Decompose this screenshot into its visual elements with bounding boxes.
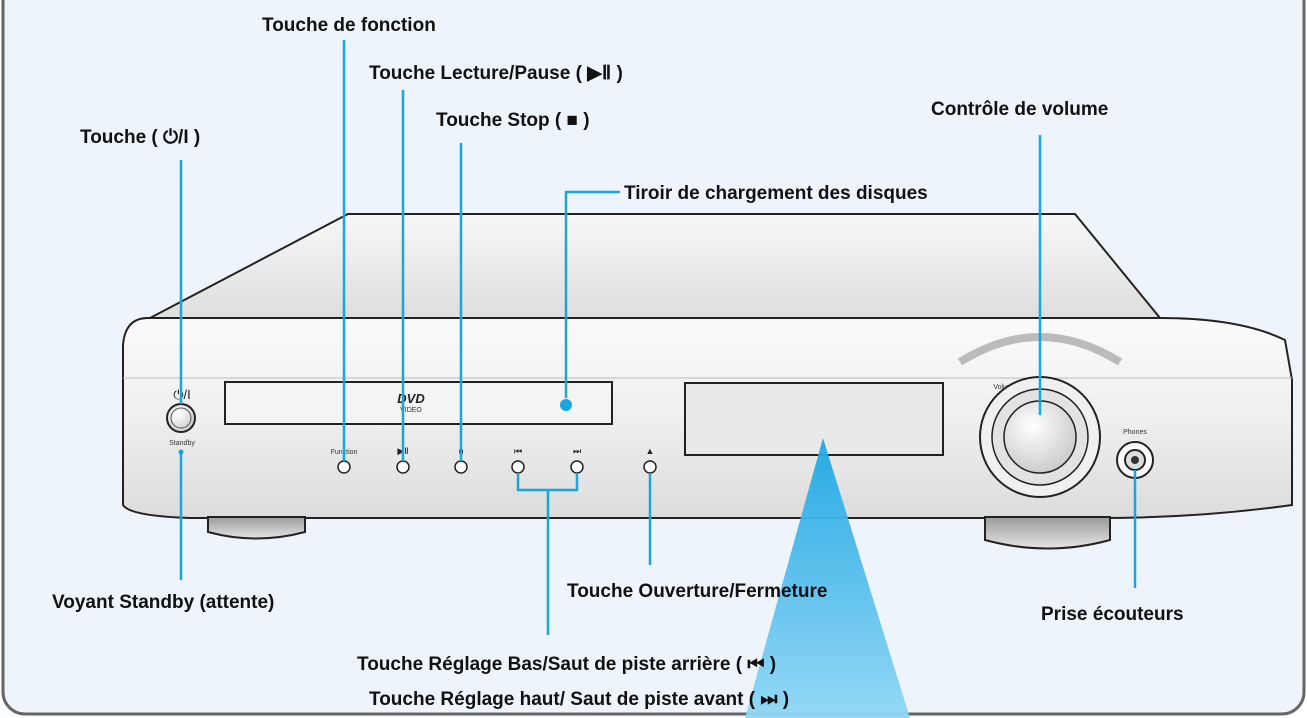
label-function-button: Touche de fonction: [262, 15, 436, 36]
right-foot: [984, 516, 1111, 550]
label-standby-indicator: Voyant Standby (attente): [52, 592, 274, 613]
label-disc-tray: Tiroir de chargement des disques: [624, 183, 928, 204]
phones-text: Phones: [1123, 429, 1147, 436]
left-foot: [207, 516, 306, 540]
disc-tray-marker: [560, 399, 572, 411]
standby-text: Standby: [169, 440, 195, 447]
display-beam: [745, 438, 910, 718]
dvd-logo-sub: VIDEO: [400, 407, 422, 414]
power-button-ring: [170, 407, 192, 429]
stop-button[interactable]: [454, 460, 468, 474]
prev-symbol: ⏮: [514, 446, 522, 456]
label-tuning-down-skip-back: Touche Réglage Bas/Saut de piste arrière…: [357, 654, 776, 675]
prev-button[interactable]: [511, 460, 525, 474]
play-pause-button[interactable]: [396, 460, 410, 474]
dvd-logo: DVD: [397, 391, 425, 406]
label-tuning-up-skip-forward: Touche Réglage haut/ Saut de piste avant…: [369, 689, 789, 710]
next-button[interactable]: [570, 460, 584, 474]
display-window: [684, 382, 944, 456]
next-symbol: ⏭: [573, 446, 581, 456]
label-headphone-jack: Prise écouteurs: [1041, 604, 1184, 625]
label-open-close-button: Touche Ouverture/Fermeture: [567, 581, 827, 602]
eject-symbol: ▲: [646, 446, 655, 456]
leader-lines: [179, 40, 1137, 635]
label-play-pause-button: Touche Lecture/Pause ( ▶Ⅱ ): [369, 63, 623, 84]
eject-button[interactable]: [643, 460, 657, 474]
disc-tray: [224, 381, 613, 425]
phones-jack-hole: [1131, 456, 1139, 464]
leader-disc-tray: [564, 190, 620, 398]
label-power-button: Touche ( ⏻/I ): [80, 127, 200, 148]
label-stop-button: Touche Stop ( ■ ): [436, 110, 590, 131]
function-button[interactable]: [337, 460, 351, 474]
label-volume-control: Contrôle de volume: [931, 99, 1108, 120]
